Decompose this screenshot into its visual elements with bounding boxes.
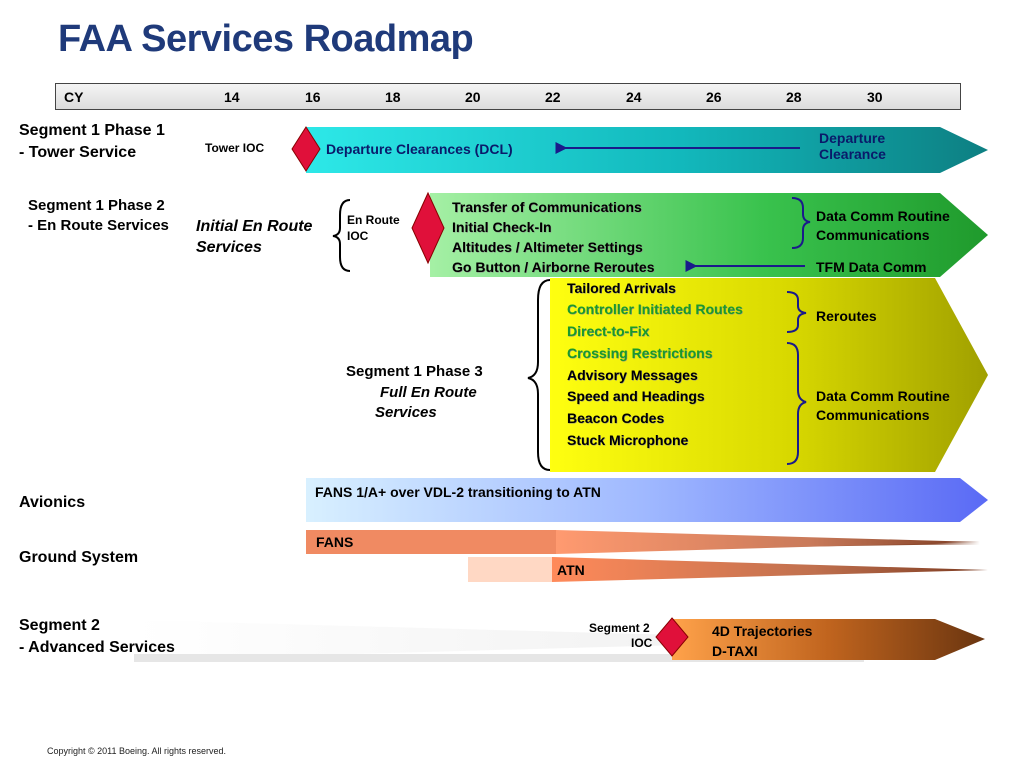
tower-ioc-label: Tower IOC [205, 141, 265, 155]
tower-ioc-diamond [291, 126, 321, 172]
seg1p3-bar [550, 278, 988, 472]
seg2-ioc-diamond [655, 617, 689, 657]
initial-enroute-line1: Initial En Route [196, 218, 313, 235]
year-label: 16 [305, 89, 321, 105]
reroutes-label: Reroutes [816, 308, 877, 324]
avionics-bar [306, 478, 988, 522]
seg1p2-item: Go Button / Airborne Reroutes [452, 259, 655, 275]
enroute-ioc-line1: En Route [347, 213, 400, 227]
copyright: Copyright © 2011 Boeing. All rights rese… [47, 746, 227, 756]
seg2-label-line2: - Advanced Services [19, 639, 175, 656]
full-enroute-line2: Services [375, 404, 437, 421]
seg1p3-item: Crossing Restrictions [567, 345, 713, 361]
year-label: 18 [385, 89, 401, 105]
seg1p3-item: Advisory Messages [567, 367, 698, 383]
seg1p3-label-line1: Segment 1 Phase 3 [346, 363, 483, 380]
seg1p3-item: Stuck Microphone [567, 432, 689, 448]
seg1p2-group1-line2: Communications [816, 227, 930, 243]
seg1p2-group1-line1: Data Comm Routine [816, 208, 950, 224]
seg2-ioc-line1: Segment 2 [589, 621, 650, 635]
enroute-ioc-line2: IOC [347, 229, 369, 243]
atn-fade [468, 557, 553, 582]
seg2-fade [134, 620, 860, 660]
year-label: 20 [465, 89, 481, 105]
seg1p1-label-line2: - Tower Service [19, 144, 137, 161]
brace-full-enroute [527, 279, 551, 471]
seg2-bar [672, 619, 985, 660]
brace-data-comm [786, 342, 807, 465]
brace-seg1p2-group1 [791, 197, 811, 249]
seg1p3-item: Controller Initiated Routes [567, 301, 743, 317]
brace-initial-enroute [332, 199, 351, 272]
seg2-ioc-line2: IOC [631, 636, 653, 650]
atn-label: ATN [557, 562, 585, 578]
d-taxi-label: D-TAXI [712, 643, 758, 659]
brace-reroutes [786, 291, 807, 333]
timeline-bar: CY 14 16 18 20 22 24 26 28 30 [55, 83, 961, 110]
seg1p1-label-line1: Segment 1 Phase 1 [19, 122, 165, 139]
avionics-bar-text: FANS 1/A+ over VDL-2 transitioning to AT… [315, 484, 601, 500]
seg1p2-label-line1: Segment 1 Phase 2 [28, 197, 165, 214]
seg2-label-line1: Segment 2 [19, 617, 100, 634]
4d-trajectories-label: 4D Trajectories [712, 623, 813, 639]
year-label: 26 [706, 89, 722, 105]
seg1p2-item: Transfer of Communications [452, 199, 642, 215]
full-enroute-line1: Full En Route [380, 384, 477, 401]
seg1p2-item: Altitudes / Altimeter Settings [452, 239, 643, 255]
year-label: 30 [867, 89, 883, 105]
ground-system-label: Ground System [19, 549, 139, 566]
seg1p1-bar [306, 127, 988, 173]
year-label: 14 [224, 89, 240, 105]
seg1p2-label-line2: - En Route Services [28, 217, 169, 234]
year-label: 24 [626, 89, 642, 105]
atn-bar [552, 557, 988, 582]
seg1p3-group2-line1: Data Comm Routine [816, 388, 950, 404]
dcl-label: Departure Clearances (DCL) [326, 141, 513, 157]
timeline-label: CY [64, 89, 84, 105]
enroute-ioc-diamond [411, 191, 445, 265]
avionics-label: Avionics [19, 494, 86, 511]
page-title: FAA Services Roadmap [58, 18, 474, 60]
initial-enroute-line2: Services [196, 239, 262, 256]
seg1p3-group2-line2: Communications [816, 407, 930, 423]
seg1p3-item: Speed and Headings [567, 388, 705, 404]
departure-clearance-label: Departure Clearance [819, 130, 886, 162]
seg1p3-item: Beacon Codes [567, 410, 665, 426]
seg1p2-bar [430, 193, 988, 277]
year-label: 28 [786, 89, 802, 105]
year-label: 22 [545, 89, 561, 105]
fans-label: FANS [316, 534, 354, 550]
seg1p3-item: Direct-to-Fix [567, 323, 650, 339]
seg1p3-item: Tailored Arrivals [567, 280, 676, 296]
tfm-data-comm-label: TFM Data Comm [816, 259, 927, 275]
seg1p2-item: Initial Check-In [452, 219, 552, 235]
